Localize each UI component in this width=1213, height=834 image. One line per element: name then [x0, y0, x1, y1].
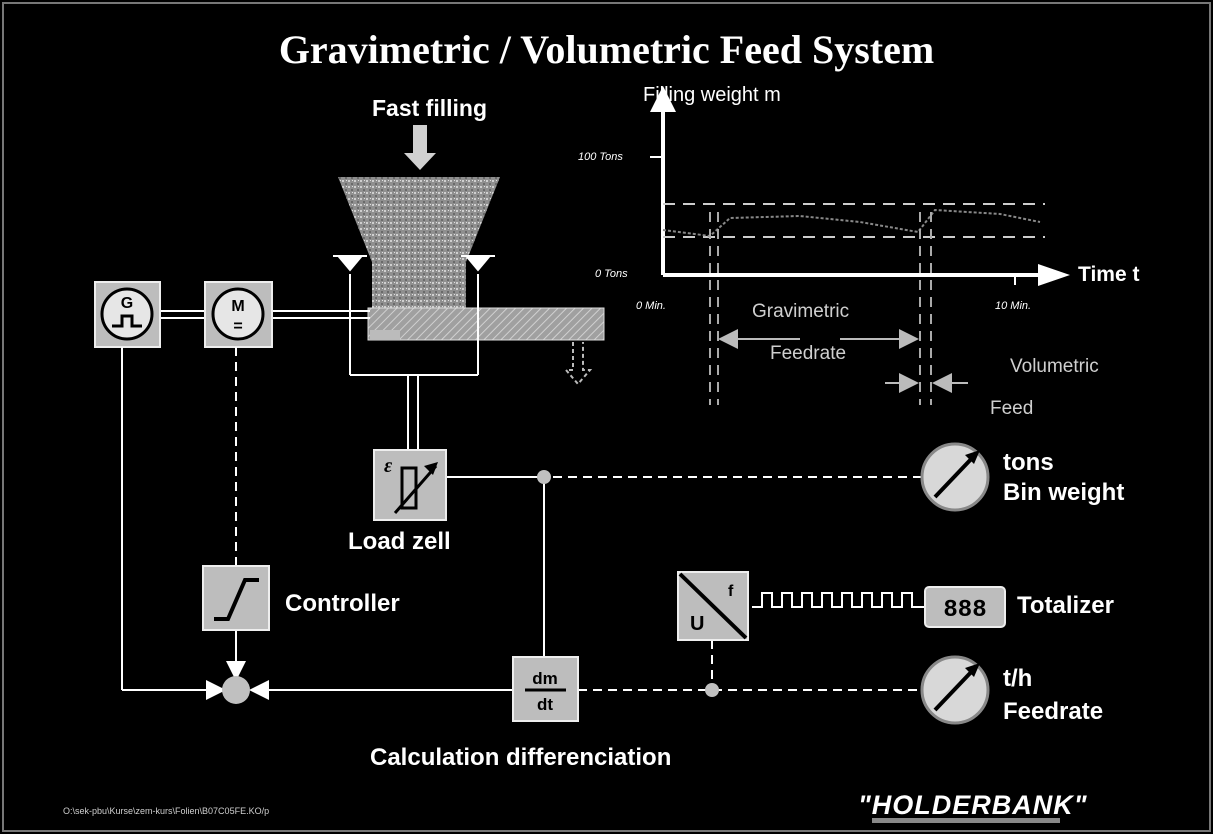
generator-symbol: G	[121, 295, 133, 312]
feedrate-gauge	[920, 655, 990, 725]
generator-block: G	[94, 281, 161, 348]
converter-f-symbol: f	[728, 583, 734, 600]
x-tick-0: 0 Min.	[636, 300, 666, 312]
hopper	[338, 177, 605, 386]
motor-block: M =	[204, 281, 273, 348]
load-cell-block: ε	[373, 449, 447, 521]
bin-weight-label: Bin weight	[1003, 479, 1125, 506]
logo-underline	[872, 818, 1060, 823]
totalizer-digits: 888	[943, 597, 986, 624]
differentiator-denominator: dt	[537, 695, 553, 714]
page-title: Gravimetric / Volumetric Feed System	[278, 27, 935, 72]
x-tick-10: 10 Min.	[995, 300, 1032, 312]
load-cell-label: Load zell	[348, 528, 451, 555]
chart-x-label: Time t	[1078, 263, 1140, 286]
holderbank-logo: "HOLDERBANK"	[858, 790, 1088, 820]
load-supports	[333, 255, 495, 450]
motor-symbol: M	[231, 298, 244, 315]
summing-junction	[222, 676, 250, 704]
volumetric-label: Volumetric	[1010, 356, 1099, 377]
control-wiring	[121, 347, 922, 700]
controller-label: Controller	[285, 590, 400, 617]
converter-u-symbol: U	[690, 613, 704, 635]
discharge-arrow	[563, 342, 593, 386]
chart-y-label: Filling weight m	[643, 84, 781, 106]
load-cell-symbol: ε	[384, 455, 393, 477]
controller-block	[202, 565, 270, 631]
gravimetric-label: Gravimetric	[752, 301, 850, 322]
junction-dot-rate	[705, 683, 719, 697]
calculation-label: Calculation differenciation	[370, 744, 672, 771]
uf-converter-block: U f	[677, 571, 749, 641]
differentiator-block: dm dt	[512, 656, 579, 722]
differentiator-numerator: dm	[532, 669, 558, 688]
y-tick-100: 100 Tons	[578, 151, 623, 163]
drive-shaft	[160, 310, 370, 319]
junction-dot-weight	[537, 470, 551, 484]
bin-weight-unit: tons	[1003, 449, 1054, 476]
weight-trace	[662, 208, 1041, 238]
totalizer-label: Totalizer	[1017, 592, 1114, 619]
gravimetric-feedrate-label: Feedrate	[770, 343, 847, 364]
pulse-train	[752, 592, 925, 608]
y-tick-0: 0 Tons	[595, 268, 628, 280]
feedrate-label: Feedrate	[1003, 698, 1104, 725]
volumetric-feed-label: Feed	[990, 398, 1034, 419]
weight-time-chart	[650, 86, 1070, 405]
bin-weight-gauge	[920, 442, 990, 512]
fast-filling-label: Fast filling	[372, 95, 487, 121]
motor-sub-symbol: =	[233, 318, 242, 335]
totalizer-display: 888	[924, 586, 1006, 628]
file-path: O:\sek-pbu\Kurse\zem-kurs\Folien\B07C05F…	[63, 806, 270, 816]
fast-filling-arrow	[404, 125, 436, 170]
feedrate-unit: t/h	[1003, 665, 1033, 692]
